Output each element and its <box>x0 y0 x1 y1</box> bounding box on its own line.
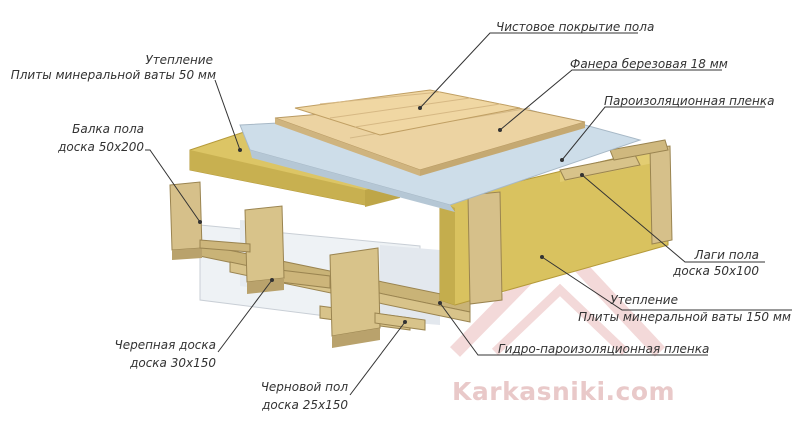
leader-lines <box>145 32 792 396</box>
label-insulation-top-title: Утепление <box>145 53 213 67</box>
label-floor-lag-title: Лаги пола <box>694 248 759 262</box>
label-cranial-board-spec: доска 30х150 <box>130 356 216 370</box>
label-hydro-membrane: Гидро-пароизоляционная пленка <box>498 342 710 356</box>
subfloor-boards <box>199 239 426 331</box>
label-vapor-barrier: Пароизоляционная пленка <box>604 94 775 108</box>
label-floor-beam-title: Балка пола <box>72 122 144 136</box>
label-finish-floor: Чистовое покрытие пола <box>496 20 655 34</box>
label-plywood: Фанера березовая 18 мм <box>570 57 728 71</box>
label-subfloor-title: Черновой пол <box>260 380 348 394</box>
floor-lags <box>559 139 669 181</box>
floor-beams <box>169 145 673 348</box>
label-floor-beam-spec: доска 50х200 <box>58 140 144 154</box>
label-cranial-board-title: Черепная доска <box>114 338 216 352</box>
finish-floor <box>294 89 521 136</box>
label-subfloor-spec: доска 25х150 <box>262 398 348 412</box>
watermark-text: Karkasniki.com <box>452 377 676 406</box>
leader-dots <box>198 106 584 324</box>
label-insulation-main-spec: Плиты минеральной ваты 150 мм <box>578 310 791 324</box>
label-insulation-main-title: Утепление <box>610 293 678 307</box>
label-insulation-top-spec: Плиты минеральной ваты 50 мм <box>10 68 216 82</box>
label-floor-lag-spec: доска 50х100 <box>673 264 759 278</box>
